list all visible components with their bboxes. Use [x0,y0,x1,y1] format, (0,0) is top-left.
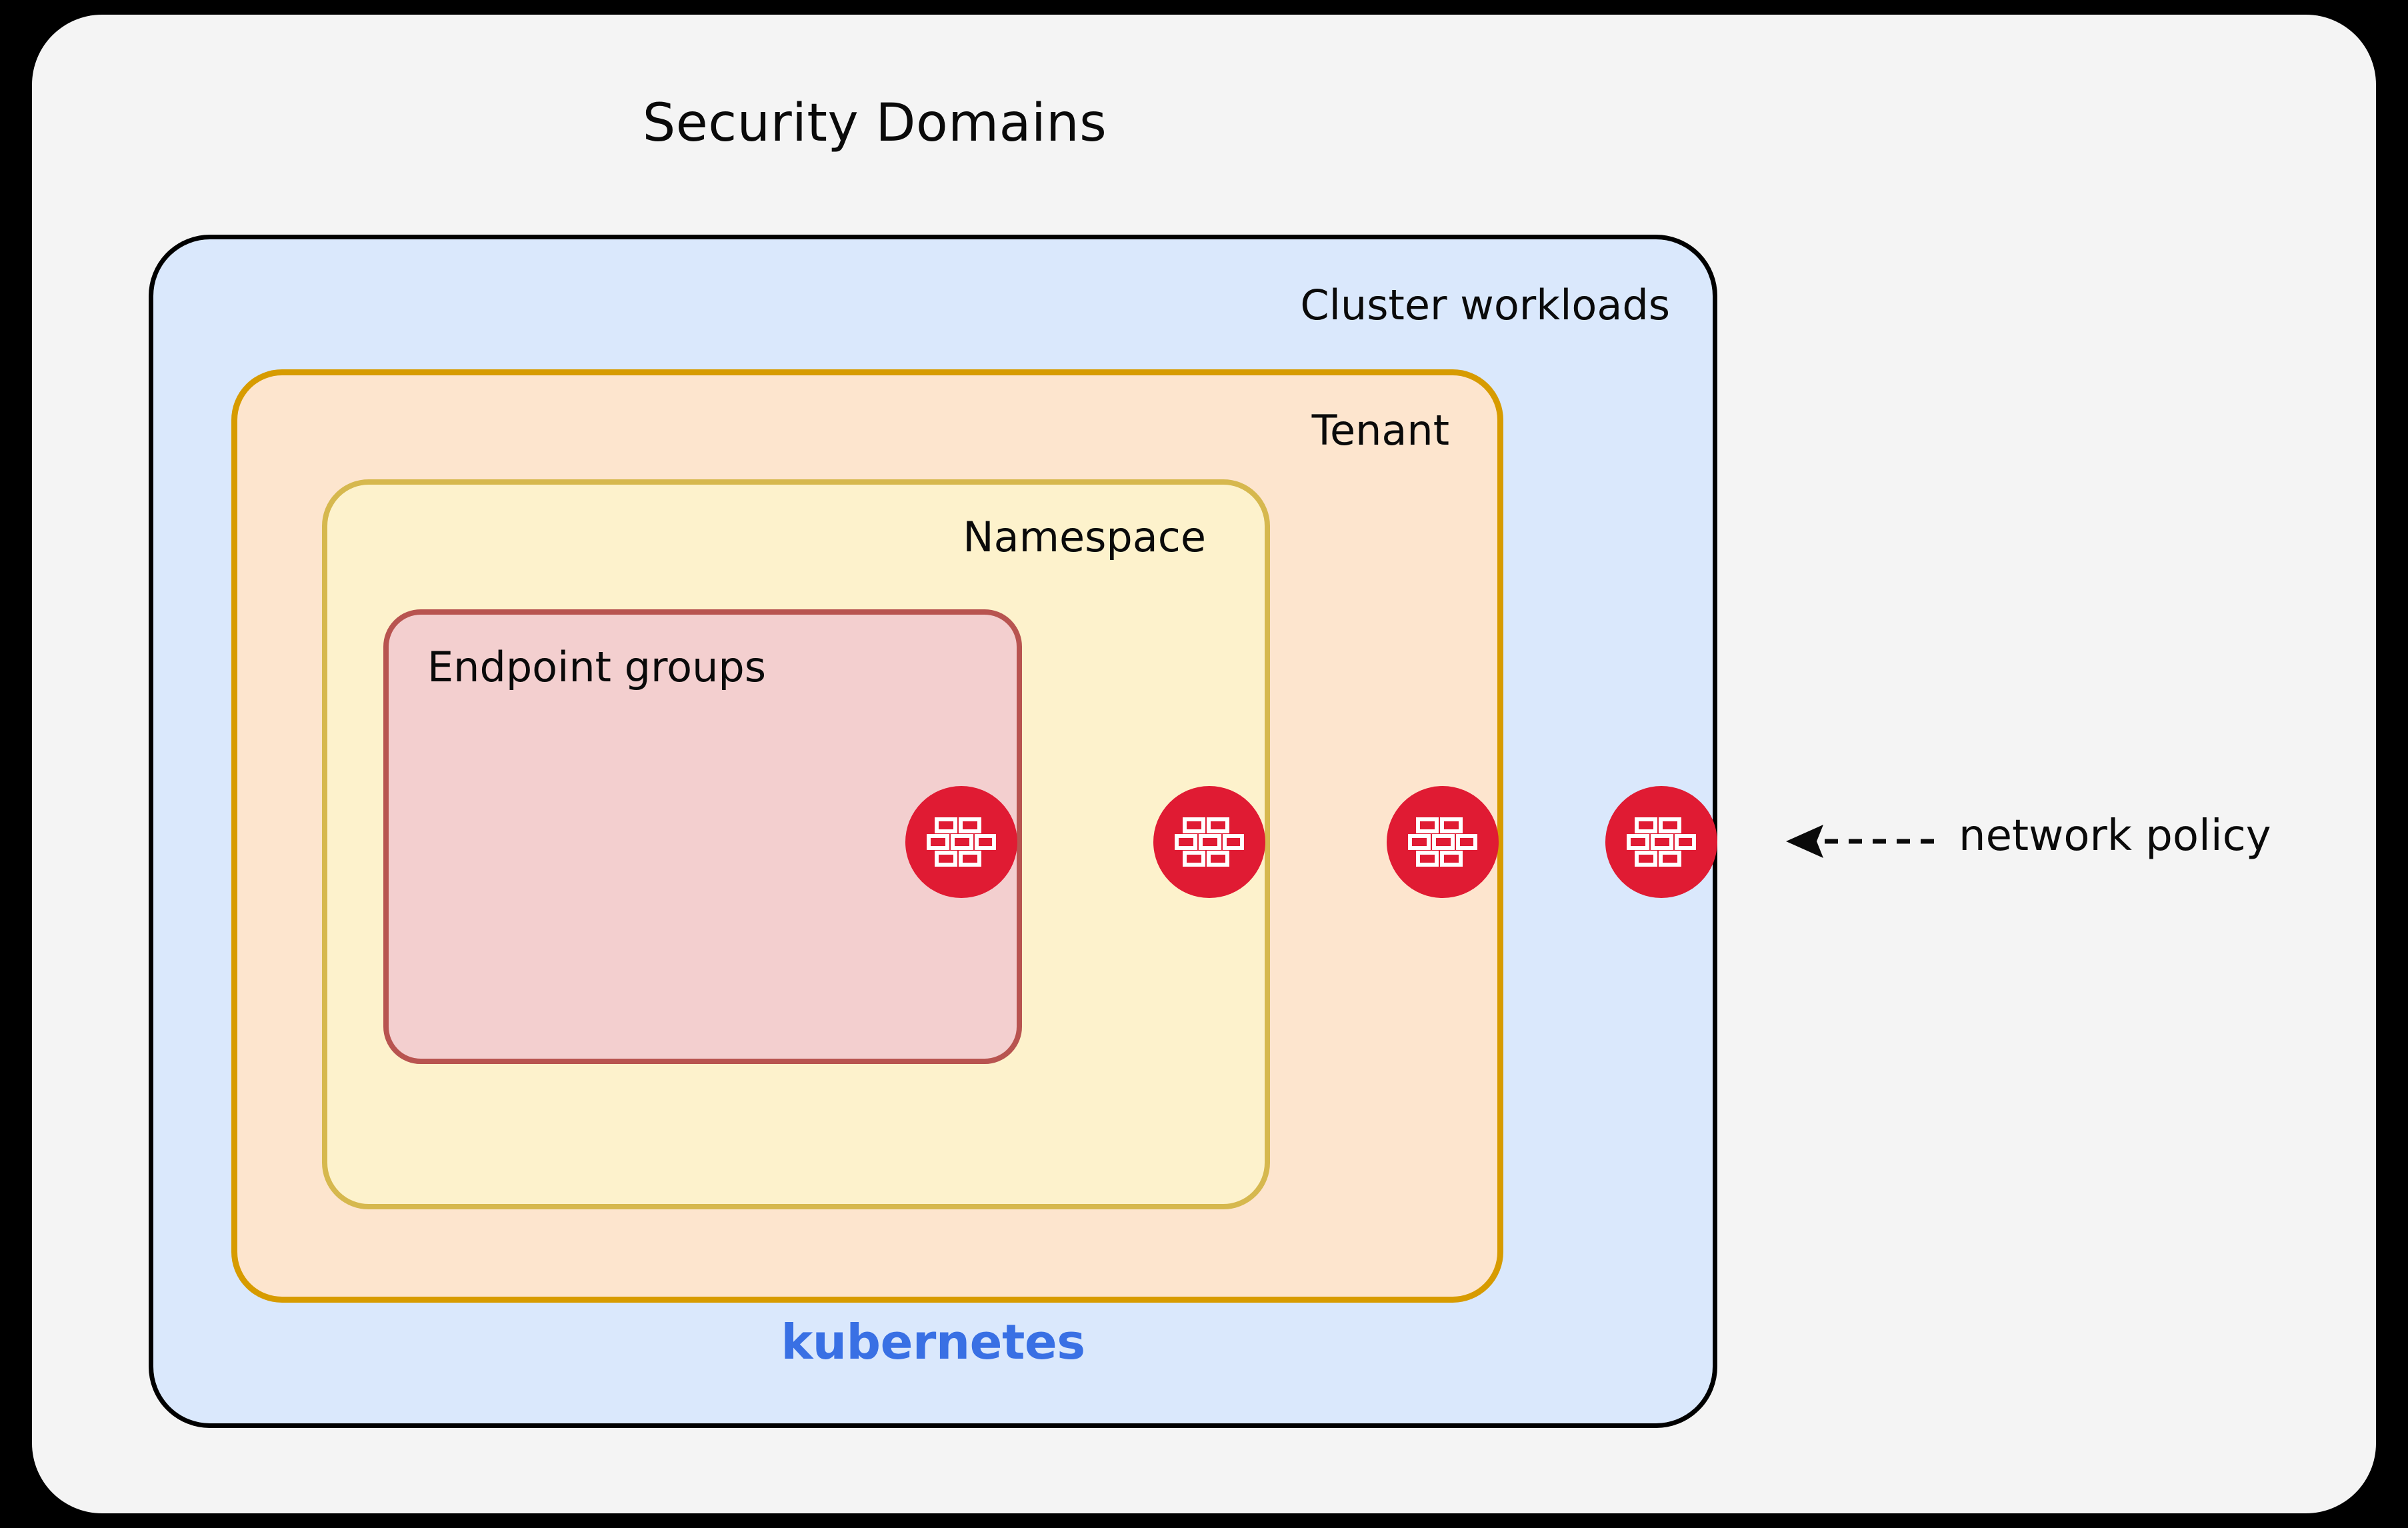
domain-label-tenant: Tenant [1311,406,1449,455]
diagram-panel: Security Domains Cluster workloads Tenan… [32,15,2376,1513]
firewall-brick-wall-icon[interactable] [1153,786,1265,898]
domain-label-endpoint-groups: Endpoint groups [427,643,767,691]
domain-box-namespace[interactable]: Namespace Endpoint groups [322,479,1270,1209]
kubernetes-wordmark: kubernetes [781,1314,1085,1370]
page-title: Security Domains [642,93,1107,153]
firewall-brick-wall-icon[interactable] [1387,786,1499,898]
network-policy-arrow-icon [1786,825,1934,858]
firewall-brick-wall-icon[interactable] [1605,786,1717,898]
network-policy-label: network policy [1959,811,2271,861]
domain-label-namespace: Namespace [963,513,1206,561]
domain-label-cluster-workloads: Cluster workloads [1300,281,1670,329]
domain-box-tenant[interactable]: Tenant Namespace Endpoint groups [231,369,1503,1303]
firewall-brick-wall-icon[interactable] [905,786,1017,898]
